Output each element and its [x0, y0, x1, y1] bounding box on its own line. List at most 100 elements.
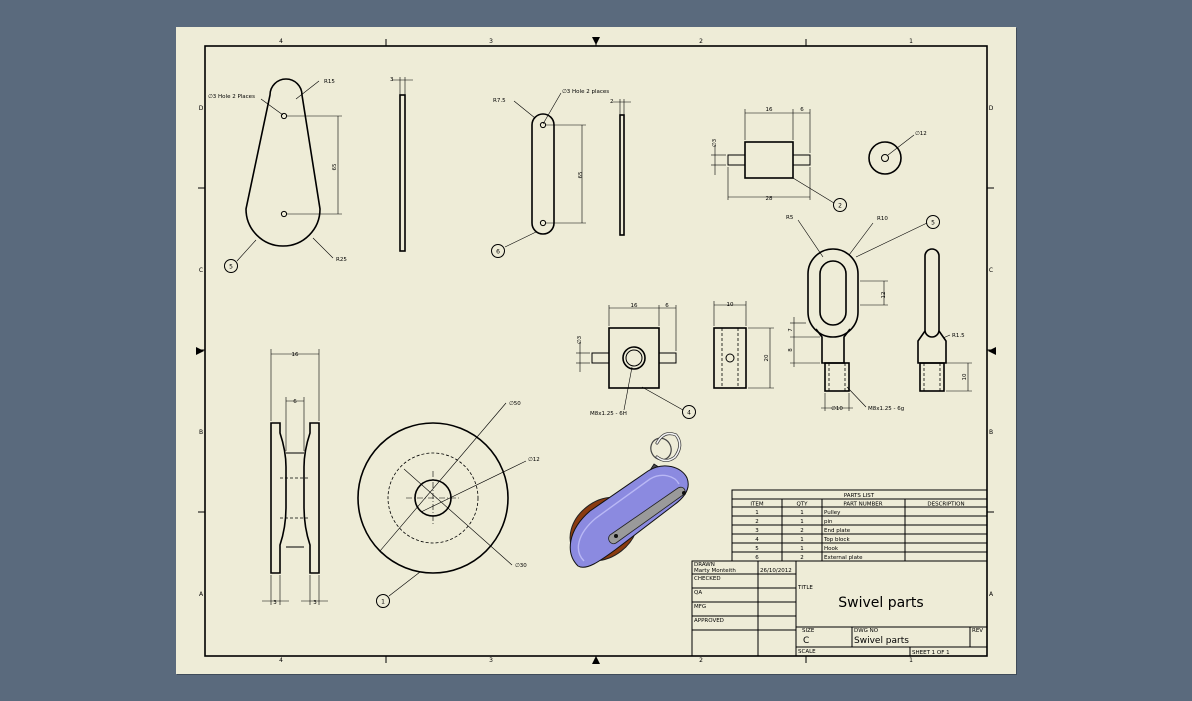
washer-view: ∅12	[868, 131, 927, 175]
zone-col-label: 1	[909, 38, 913, 45]
external-plate-3d	[569, 465, 689, 568]
dim-6: 6	[293, 399, 297, 405]
top-block-bore	[622, 346, 646, 370]
thread-callout: M8x1.25 - 6H	[590, 411, 627, 417]
parts-list-header: ITEM	[750, 502, 763, 508]
pin-shaft-left	[727, 154, 746, 166]
top-block-pin-right	[658, 352, 677, 364]
pin-shaft-right	[792, 154, 811, 166]
center-mark-top	[592, 37, 600, 45]
parts-list-cell: Hook	[824, 546, 839, 552]
end-plate-edge	[619, 114, 625, 236]
pulley-outer	[357, 422, 509, 574]
checked-label: CHECKED	[694, 576, 721, 582]
dim-r10: R10	[877, 216, 888, 222]
zone-col-label: 3	[489, 38, 493, 45]
pulley-side-right-flange	[303, 422, 320, 574]
sheet-number: SHEET 1 OF 1	[912, 650, 950, 656]
sheet-size: C	[803, 636, 809, 646]
side-plate-outline	[245, 78, 321, 247]
size-label: SIZE	[802, 628, 815, 634]
parts-list-cell: 1	[800, 510, 804, 516]
zone-row-label: C	[989, 267, 993, 274]
mfg-label: MFG	[694, 604, 706, 610]
dim-16: 16	[766, 107, 773, 113]
balloon	[376, 594, 390, 608]
dwg-no: Swivel parts	[854, 636, 909, 646]
top-block-side-hole	[725, 353, 735, 363]
technical-drawing: 4 3 2 1 4 3 2 1 D C B A D C B A 65 R15 ∅…	[196, 37, 996, 664]
dim-thickness-2: 2	[610, 99, 614, 105]
zone-col-label: 4	[279, 38, 283, 45]
zone-row-label: B	[989, 429, 993, 436]
side-plate-hole	[280, 112, 288, 120]
zone-col-label: 4	[279, 657, 283, 664]
end-plate-3d	[608, 486, 686, 545]
isometric-assembly	[569, 432, 689, 568]
center-mark-bottom	[592, 656, 600, 664]
dim-10: 10	[727, 302, 734, 308]
qa-label: QA	[694, 590, 702, 596]
dim-3: 3	[313, 600, 317, 606]
parts-list-cell: pin	[824, 519, 833, 525]
dim-16: 16	[292, 352, 299, 358]
parts-list-cell: 3	[755, 528, 759, 534]
drawing-sheet: 4 3 2 1 4 3 2 1 D C B A D C B A 65 R15 ∅…	[176, 27, 1016, 674]
parts-list-cell: 4	[755, 537, 759, 543]
dim-r25: R25	[336, 257, 347, 263]
zone-col-label: 1	[909, 657, 913, 664]
dim-thickness-3: 3	[390, 77, 394, 83]
parts-list-header: PART NUMBER	[843, 502, 882, 508]
dim-d30: ∅30	[515, 563, 527, 569]
dim-16: 16	[631, 303, 638, 309]
end-plate-hole	[539, 219, 547, 227]
dim-d12: ∅12	[915, 131, 927, 137]
dim-6: 6	[800, 107, 804, 113]
washer-outer	[868, 141, 902, 175]
zone-row-label: A	[199, 591, 204, 598]
balloon	[224, 259, 238, 273]
hook-side-thread	[919, 362, 945, 392]
balloon-number: 2	[838, 203, 842, 210]
side-plate-edge	[399, 94, 406, 252]
parts-list-cell: 1	[755, 510, 759, 516]
dim-3: 3	[273, 600, 277, 606]
hole-note: ∅3 Hole 2 Places	[208, 94, 255, 100]
balloon	[833, 198, 847, 212]
zone-row-label: C	[199, 267, 203, 274]
top-block-front-view: 16 6 ∅3 M8x1.25 - 6H 4	[576, 303, 696, 419]
pulley-front-view: ∅50 ∅12 ∅30 1	[357, 401, 540, 608]
dim-20: 20	[764, 354, 770, 361]
dim-r15: R15	[324, 79, 335, 85]
zone-row-label: D	[199, 105, 204, 112]
washer-hole	[881, 154, 889, 162]
zone-row-label: A	[989, 591, 994, 598]
hook-eye-outer	[807, 248, 859, 338]
end-plate-hole	[539, 121, 547, 129]
dim-r5: R5	[786, 215, 794, 221]
balloon-number: 6	[496, 249, 500, 256]
dim-6: 6	[665, 303, 669, 309]
pin-body	[744, 141, 794, 179]
parts-list-table: PARTS LIST ITEM QTY PART NUMBER DESCRIPT…	[731, 489, 988, 562]
hook-side-eye	[924, 248, 940, 338]
dim-10: 10	[962, 373, 968, 380]
parts-list-header: QTY	[796, 502, 808, 508]
balloon	[926, 215, 940, 229]
dim-12: 12	[881, 292, 887, 299]
drawing-border: 4 3 2 1 4 3 2 1 D C B A D C B A	[196, 37, 996, 664]
end-plate-outline	[531, 113, 555, 235]
balloon-number: 5	[229, 264, 233, 271]
balloon	[682, 405, 696, 419]
hole-note: ∅3 Hole 2 places	[562, 89, 609, 95]
end-plate-edge-view: 2	[610, 99, 631, 236]
zone-col-label: 2	[699, 38, 703, 45]
zone-col-label: 2	[699, 657, 703, 664]
dim-65: 65	[332, 163, 338, 170]
parts-list-cell: 1	[800, 519, 804, 525]
approved-label: APPROVED	[694, 618, 724, 624]
dim-7: 7	[788, 328, 794, 332]
parts-list-cell: 1	[800, 546, 804, 552]
zone-row-label: D	[989, 105, 994, 112]
hook-side-neck	[917, 330, 947, 364]
